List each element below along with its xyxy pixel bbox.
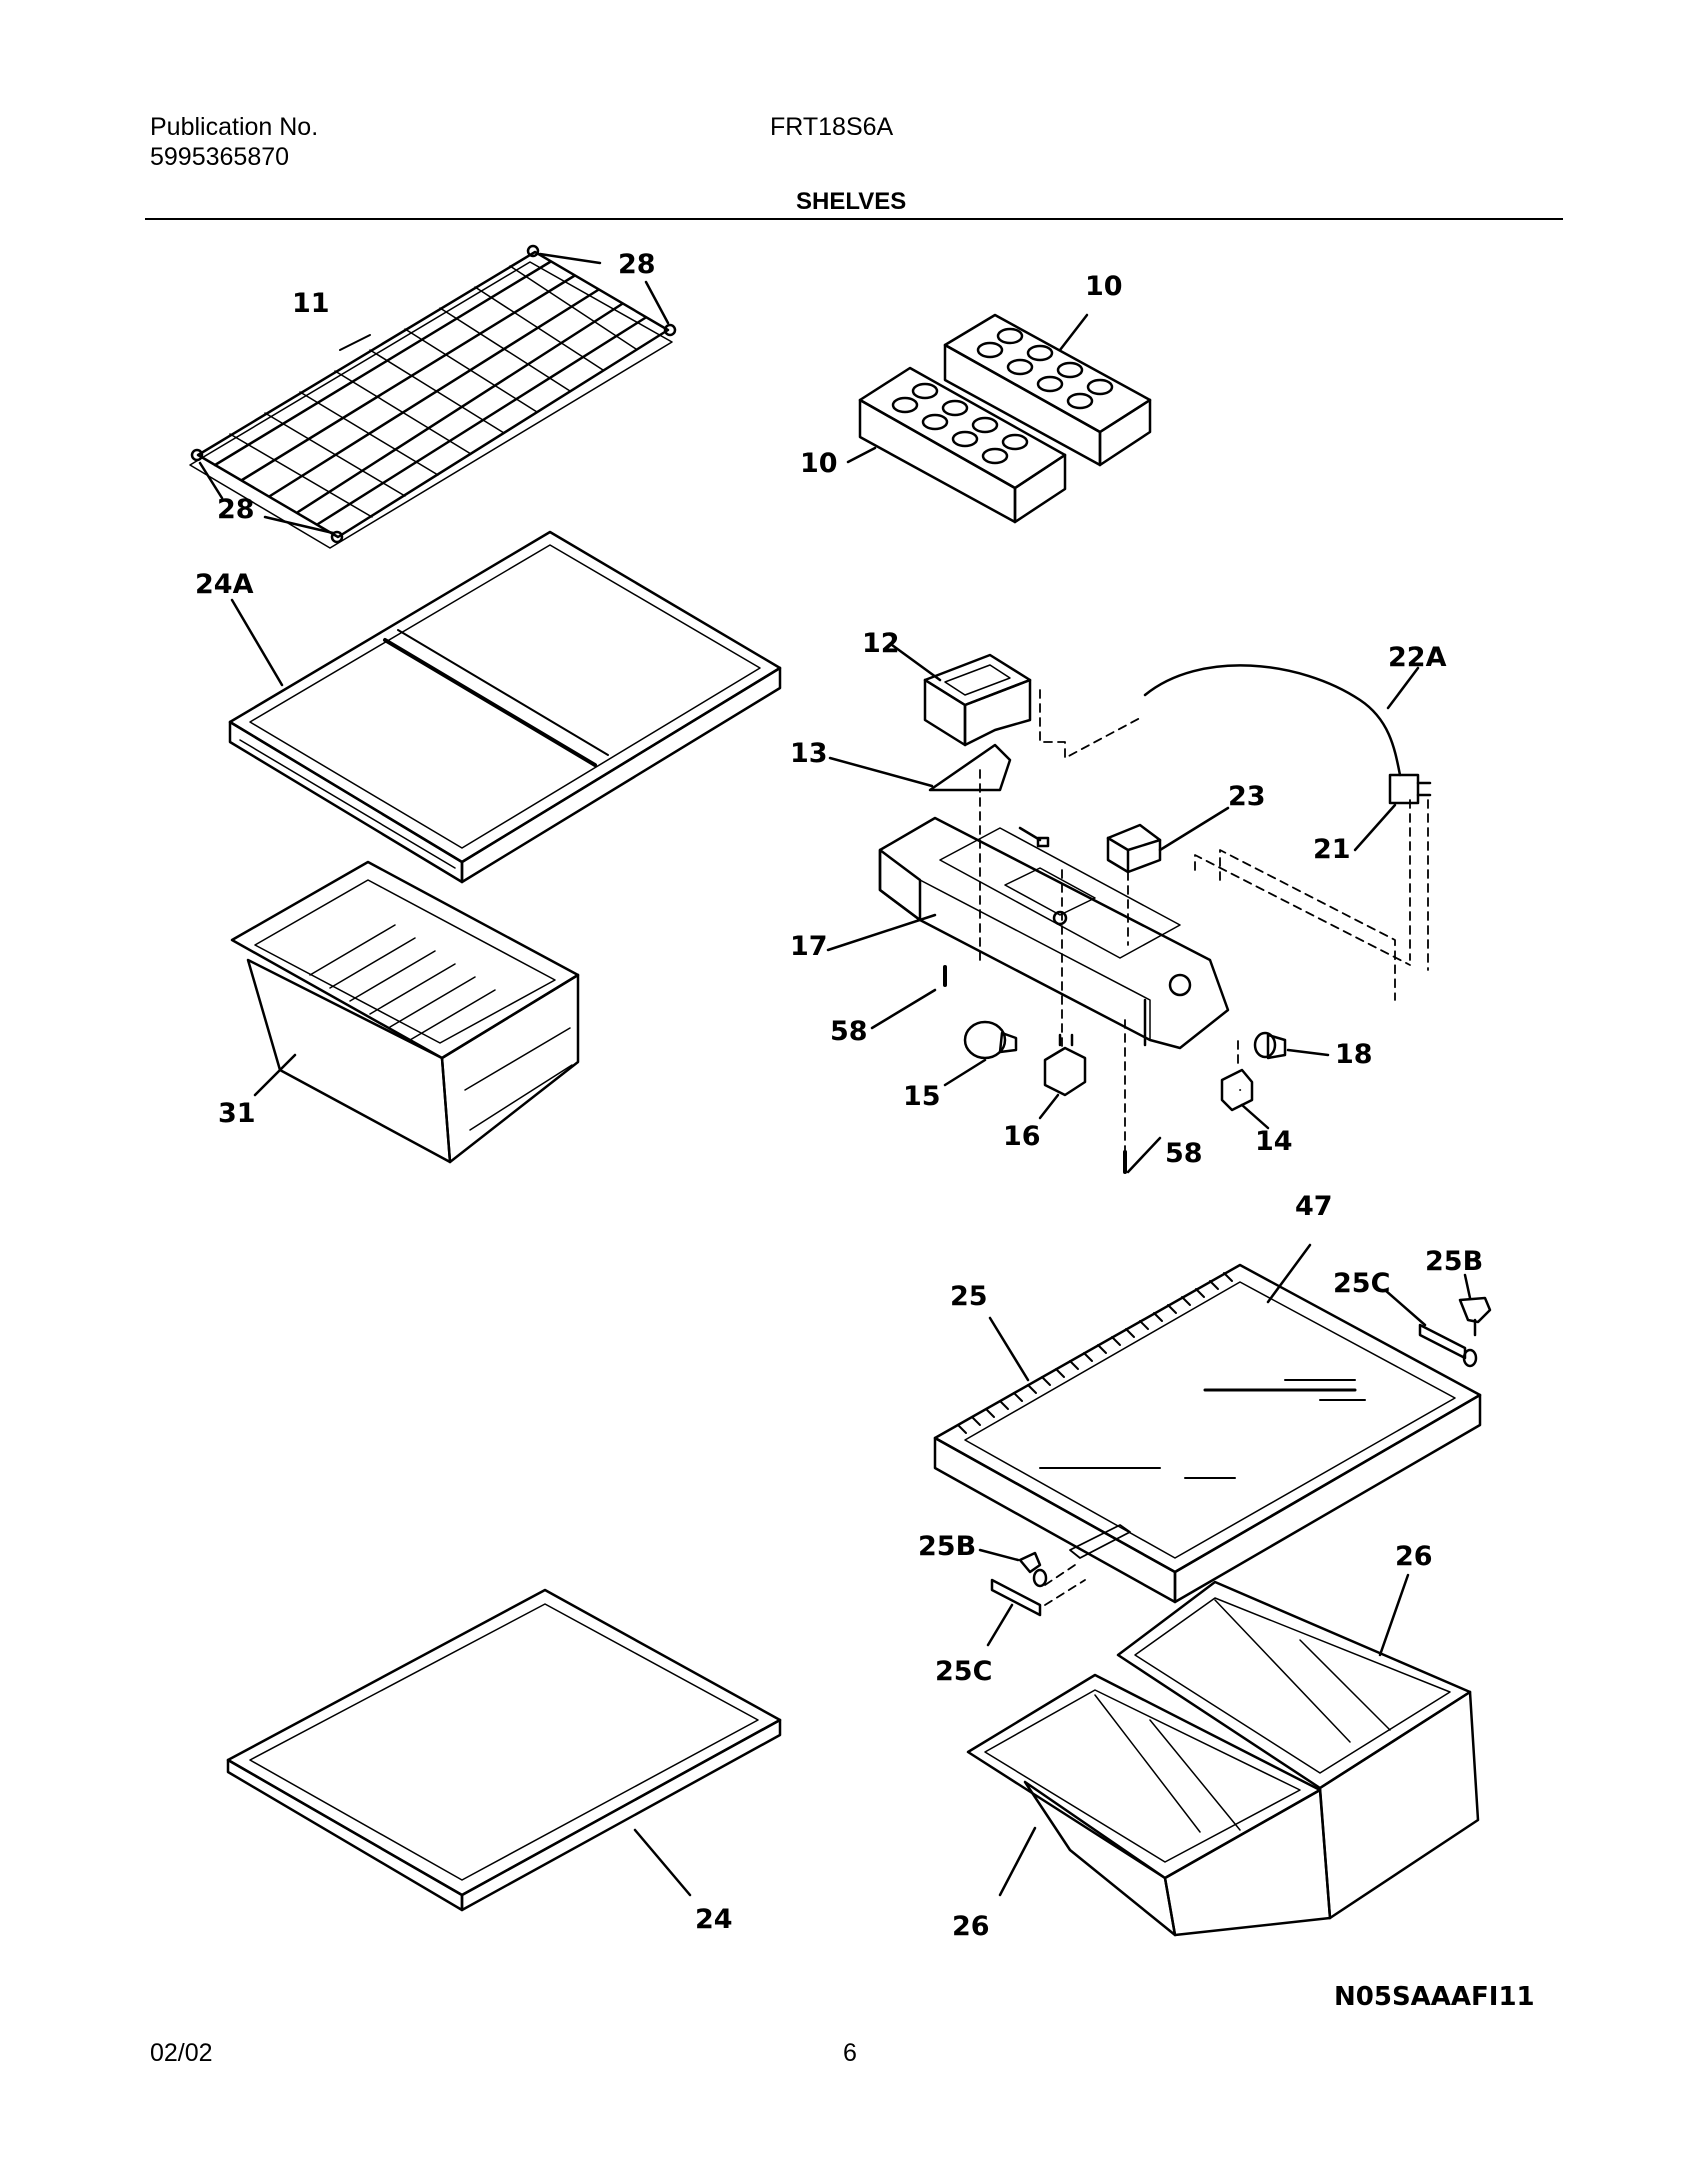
publication-number: 5995365870 <box>150 143 290 171</box>
callout-10-lower: 10 <box>800 448 838 479</box>
figure-code: N05SAAAFI11 <box>1334 1982 1535 2012</box>
callout-25c-left: 25C <box>935 1656 992 1687</box>
glass-shelf-part-24a <box>228 530 782 884</box>
thermostat-part-23 <box>1106 823 1162 874</box>
callout-58-lower: 58 <box>1165 1138 1203 1169</box>
page-number: 6 <box>843 2039 857 2067</box>
lamp-socket-part-16 <box>1043 1033 1087 1097</box>
light-bulb-part-15 <box>963 1020 1018 1060</box>
wire-harness-part-22a <box>1143 664 1432 805</box>
callout-58: 58 <box>830 1016 868 1047</box>
callout-14: 14 <box>1255 1126 1293 1157</box>
callout-28: 28 <box>618 249 656 280</box>
control-knob-part-18 <box>1253 1031 1287 1060</box>
freezer-basket-part-31 <box>230 860 580 1164</box>
callout-12: 12 <box>862 628 900 659</box>
section-title: SHELVES <box>796 188 907 215</box>
callout-47: 47 <box>1295 1191 1333 1222</box>
light-switch-part-14 <box>1220 1068 1254 1112</box>
crisper-cover-part-25 <box>933 1263 1482 1604</box>
cover-clip-part-25b <box>1458 1296 1492 1368</box>
callout-24: 24 <box>695 1904 733 1935</box>
callout-23: 23 <box>1228 781 1266 812</box>
publication-label: Publication No. <box>150 113 319 141</box>
callout-10: 10 <box>1085 271 1123 302</box>
cover-support-part-25c <box>1418 1323 1467 1360</box>
callout-16: 16 <box>1003 1121 1041 1152</box>
callout-25c: 25C <box>1333 1268 1390 1299</box>
footer-date: 02/02 <box>150 2039 213 2067</box>
callout-21: 21 <box>1313 834 1351 865</box>
model-number: FRT18S6A <box>770 113 894 141</box>
callout-25b: 25B <box>1425 1246 1483 1277</box>
callout-25: 25 <box>950 1281 988 1312</box>
control-housing-part-17 <box>878 816 1230 1050</box>
callout-28-lower: 28 <box>217 494 255 525</box>
glass-shelf-part-24 <box>226 1588 782 1912</box>
callout-13: 13 <box>790 738 828 769</box>
ice-tray-part-10-second <box>858 366 1067 524</box>
callout-31: 31 <box>218 1098 256 1129</box>
callout-24a: 24A <box>195 569 254 600</box>
screw-part-58 <box>943 965 1127 1174</box>
ice-tray-part-10 <box>943 313 1152 467</box>
cover-support-part-25c-left <box>990 1578 1042 1617</box>
callout-26-lower: 26 <box>952 1911 990 1942</box>
callout-17: 17 <box>790 931 828 962</box>
callout-22a: 22A <box>1388 642 1447 673</box>
callout-11: 11 <box>292 288 330 319</box>
cover-clip-part-25b-left <box>1018 1551 1048 1588</box>
crisper-drawer-part-26 <box>1116 1580 1480 1920</box>
header-rule <box>145 218 1563 220</box>
callout-18: 18 <box>1335 1039 1373 1070</box>
callout-15: 15 <box>903 1081 941 1112</box>
callout-26: 26 <box>1395 1541 1433 1572</box>
crisper-drawer-part-26-second <box>966 1673 1332 1937</box>
callout-25b-left: 25B <box>918 1531 976 1562</box>
control-knob-housing-part-12 <box>923 653 1032 747</box>
baffle-part-13 <box>928 743 1012 792</box>
wire-shelf-part-11 <box>189 244 677 549</box>
